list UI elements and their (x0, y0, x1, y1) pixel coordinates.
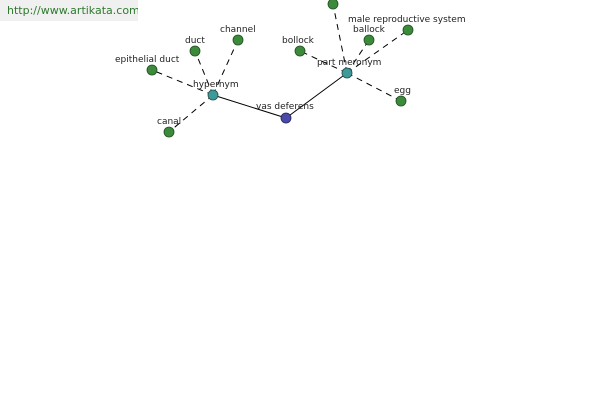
node-label-hypernym[interactable]: hypernym (193, 80, 239, 90)
node-label-channel[interactable]: channel (220, 25, 256, 35)
labels-layer: vas deferens hypernym part meronym duct chan… (115, 15, 466, 127)
node-canal[interactable] (163, 126, 175, 138)
edge-hypernym-to-canal (168, 94, 214, 133)
node-label-egg[interactable]: egg (394, 86, 411, 96)
node-vas-deferens[interactable] (280, 112, 292, 124)
edge-vas-deferens-to-part-meronym (285, 72, 348, 119)
node-male-reproductive-system[interactable] (402, 24, 414, 36)
node-hypernym[interactable] (207, 89, 219, 101)
edge-part-meronym-to-ballock (346, 39, 370, 74)
edge-part-meronym-to-male-reproductive-system (346, 29, 409, 74)
edges-layer (151, 3, 409, 133)
node-epithelial-duct[interactable] (146, 64, 158, 76)
node-part-meronym[interactable] (341, 67, 353, 79)
node-label-bollock[interactable]: bollock (282, 36, 315, 46)
edge-part-meronym-to-bollock (299, 50, 348, 74)
node-egg[interactable] (395, 95, 407, 107)
node-label-duct[interactable]: duct (185, 36, 205, 46)
edge-part-meronym-to-egg (346, 72, 402, 102)
node-label-part-meronym[interactable]: part meronym (317, 58, 381, 68)
node-bollock[interactable] (294, 45, 306, 57)
node-channel[interactable] (232, 34, 244, 46)
node-label-ballock[interactable]: ballock (353, 25, 386, 35)
edge-part-meronym-to-unlabeled-top (332, 3, 348, 74)
node-label-epithelial-duct[interactable]: epithelial duct (115, 55, 180, 65)
node-duct[interactable] (189, 45, 201, 57)
edge-hypernym-to-duct (194, 50, 214, 96)
nodes-layer (146, 0, 414, 138)
node-unlabeled-top[interactable] (327, 0, 339, 10)
source-url[interactable]: http://www.artikata.com (0, 0, 138, 21)
node-label-male-reproductive-system[interactable]: male reproductive system (348, 15, 466, 25)
node-label-vas-deferens[interactable]: vas deferens (256, 102, 314, 112)
node-ballock[interactable] (363, 34, 375, 46)
edge-vas-deferens-to-hypernym (212, 94, 287, 119)
node-label-canal[interactable]: canal (157, 117, 181, 127)
